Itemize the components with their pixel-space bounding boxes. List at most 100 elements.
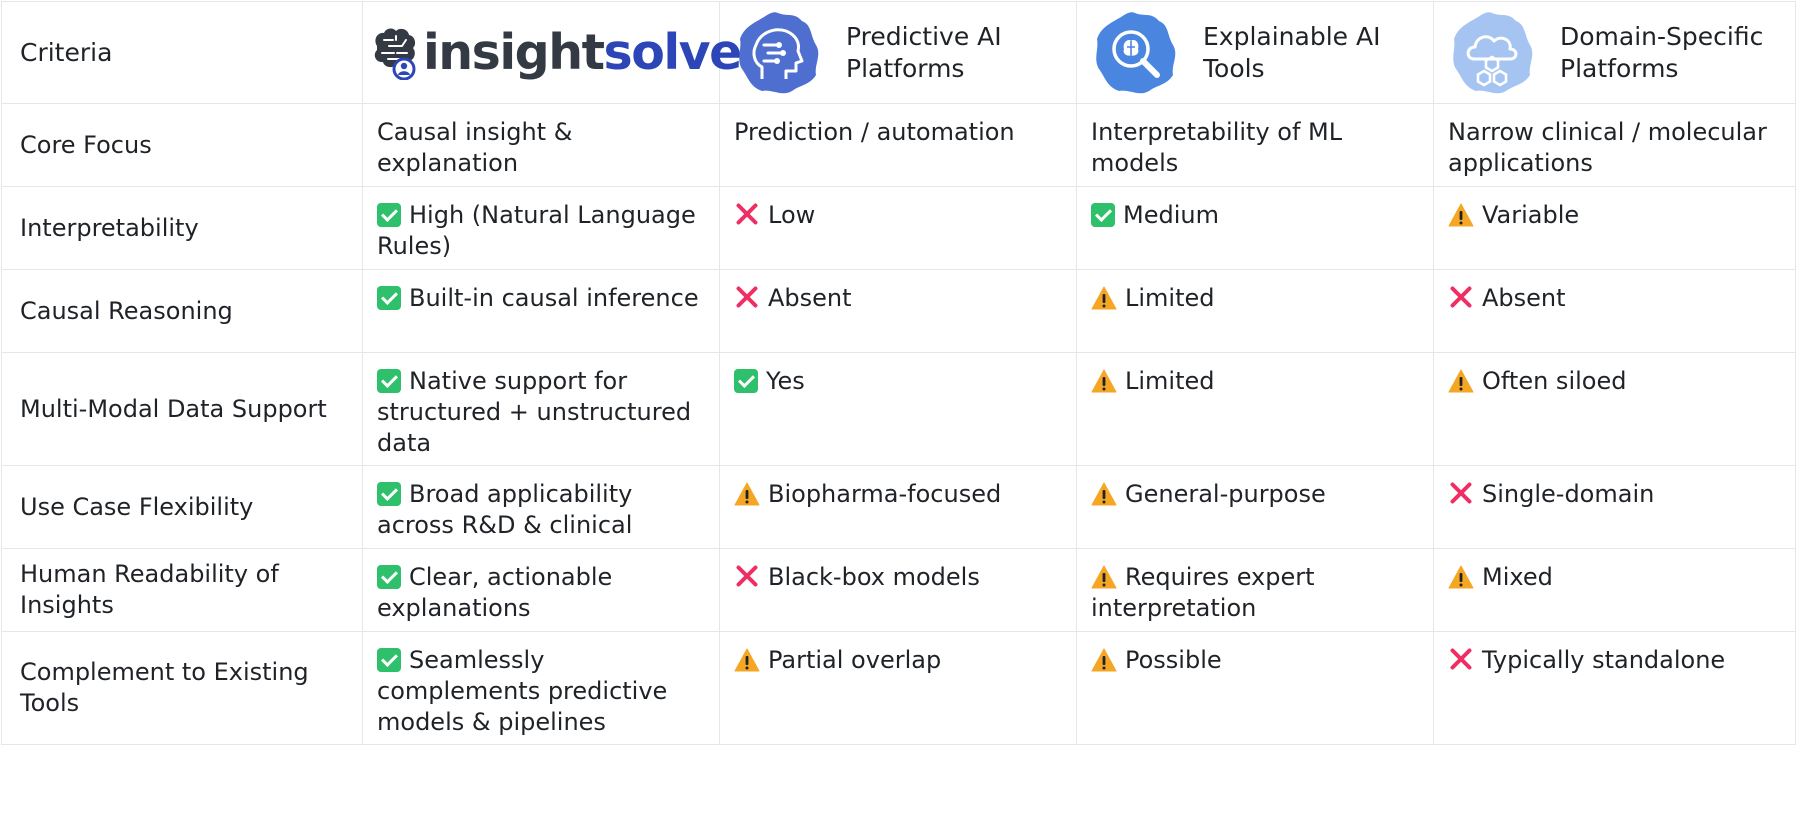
header-row: Criteria insightsolver xyxy=(1,1,1796,104)
warning-icon xyxy=(1091,369,1117,393)
cell-predictive-ai: Low xyxy=(719,186,1077,270)
logo-text-insight: insight xyxy=(423,24,605,81)
cell-domain-specific: Typically standalone xyxy=(1433,631,1796,745)
warning-icon xyxy=(1091,286,1117,310)
domain-specific-header: Domain-Specific Platforms xyxy=(1433,1,1796,104)
cell-text: Broad applicability across R&D & clinica… xyxy=(377,480,633,539)
warning-icon xyxy=(734,482,760,506)
cell-predictive-ai: Yes xyxy=(719,352,1077,466)
cell-text: Variable xyxy=(1482,201,1580,229)
criterion-label: Causal Reasoning xyxy=(1,269,363,353)
cell-domain-specific: Variable xyxy=(1433,186,1796,270)
domain-specific-title: Domain-Specific Platforms xyxy=(1560,21,1764,83)
criterion-label: Core Focus xyxy=(1,103,363,187)
cell-text: Limited xyxy=(1125,367,1215,395)
criteria-header: Criteria xyxy=(1,1,363,104)
table-row: Causal Reasoning Built-in causal inferenc… xyxy=(1,269,1796,353)
cell-text: Seamlessly complements predictive models… xyxy=(377,646,668,736)
cell-domain-specific: Absent xyxy=(1433,269,1796,353)
red-cross-icon xyxy=(734,201,760,227)
cell-text: Absent xyxy=(768,284,852,312)
criterion-label: Complement to Existing Tools xyxy=(1,631,363,745)
red-cross-icon xyxy=(1448,480,1474,506)
green-check-icon xyxy=(377,482,401,506)
cell-predictive-ai: Biopharma-focused xyxy=(719,465,1077,549)
green-check-icon xyxy=(1091,203,1115,227)
cell-predictive-ai: Absent xyxy=(719,269,1077,353)
cell-explainable-ai: Interpretability of ML models xyxy=(1076,103,1434,187)
criterion-label: Use Case Flexibility xyxy=(1,465,363,549)
cell-text: Native support for structured + unstruct… xyxy=(377,367,692,457)
cell-text: Possible xyxy=(1125,646,1222,674)
cell-insightsolver: Clear, actionable explanations xyxy=(362,548,720,632)
cell-insightsolver: Native support for structured + unstruct… xyxy=(362,352,720,466)
cell-insightsolver: Broad applicability across R&D & clinica… xyxy=(362,465,720,549)
insightsolver-logo: insightsolver xyxy=(363,2,765,103)
cell-text: Often siloed xyxy=(1482,367,1627,395)
criterion-label: Multi-Modal Data Support xyxy=(1,352,363,466)
cell-predictive-ai: Partial overlap xyxy=(719,631,1077,745)
cell-explainable-ai: General-purpose xyxy=(1076,465,1434,549)
cell-text: Biopharma-focused xyxy=(768,480,1002,508)
cell-explainable-ai: Limited xyxy=(1076,352,1434,466)
cell-explainable-ai: Requires expert interpretation xyxy=(1076,548,1434,632)
criterion-label: Human Readability of Insights xyxy=(1,548,363,632)
predictive-ai-title: Predictive AI Platforms xyxy=(846,21,1002,83)
green-check-icon xyxy=(377,286,401,310)
red-cross-icon xyxy=(734,563,760,589)
explainable-ai-header: Explainable AI Tools xyxy=(1076,1,1434,104)
cell-text: Single-domain xyxy=(1482,480,1655,508)
cell-text: General-purpose xyxy=(1125,480,1326,508)
cell-explainable-ai: Limited xyxy=(1076,269,1434,353)
cell-domain-specific: Mixed xyxy=(1433,548,1796,632)
cell-predictive-ai: Prediction / automation xyxy=(719,103,1077,187)
cell-explainable-ai: Possible xyxy=(1076,631,1434,745)
green-check-icon xyxy=(734,369,758,393)
cell-text: High (Natural Language Rules) xyxy=(377,201,696,260)
warning-icon xyxy=(1448,565,1474,589)
green-check-icon xyxy=(377,565,401,589)
warning-icon xyxy=(1448,369,1474,393)
cloud-molecule-icon xyxy=(1453,11,1533,93)
warning-icon xyxy=(1448,203,1474,227)
cell-text: Causal insight & explanation xyxy=(377,118,573,177)
cell-text: Requires expert interpretation xyxy=(1091,563,1315,622)
cell-text: Yes xyxy=(766,367,805,395)
logo-text-solver: solver xyxy=(603,24,765,81)
green-check-icon xyxy=(377,369,401,393)
predictive-ai-header: Predictive AI Platforms xyxy=(719,1,1077,104)
cell-text: Narrow clinical / molecular applications xyxy=(1448,118,1767,177)
cell-text: Clear, actionable explanations xyxy=(377,563,613,622)
cell-text: Medium xyxy=(1123,201,1219,229)
cell-insightsolver: Seamlessly complements predictive models… xyxy=(362,631,720,745)
cell-text: Interpretability of ML models xyxy=(1091,118,1343,177)
green-check-icon xyxy=(377,203,401,227)
cell-explainable-ai: Medium xyxy=(1076,186,1434,270)
warning-icon xyxy=(734,648,760,672)
cell-insightsolver: High (Natural Language Rules) xyxy=(362,186,720,270)
criterion-label: Interpretability xyxy=(1,186,363,270)
warning-icon xyxy=(1091,648,1117,672)
brain-person-icon xyxy=(374,28,416,80)
cell-domain-specific: Often siloed xyxy=(1433,352,1796,466)
ai-head-icon xyxy=(739,11,819,93)
cell-text: Prediction / automation xyxy=(734,118,1015,146)
cell-text: Mixed xyxy=(1482,563,1553,591)
insightsolver-header: insightsolver xyxy=(362,1,765,104)
warning-icon xyxy=(1091,565,1117,589)
green-check-icon xyxy=(377,648,401,672)
red-cross-icon xyxy=(1448,646,1474,672)
cell-insightsolver: Causal insight & explanation xyxy=(362,103,720,187)
cell-text: Built-in causal inference xyxy=(409,284,699,312)
cell-text: Low xyxy=(768,201,816,229)
cell-text: Partial overlap xyxy=(768,646,942,674)
cell-insightsolver: Built-in causal inference xyxy=(362,269,720,353)
explainable-ai-title: Explainable AI Tools xyxy=(1203,21,1381,83)
cell-text: Black-box models xyxy=(768,563,980,591)
cell-domain-specific: Narrow clinical / molecular applications xyxy=(1433,103,1796,187)
